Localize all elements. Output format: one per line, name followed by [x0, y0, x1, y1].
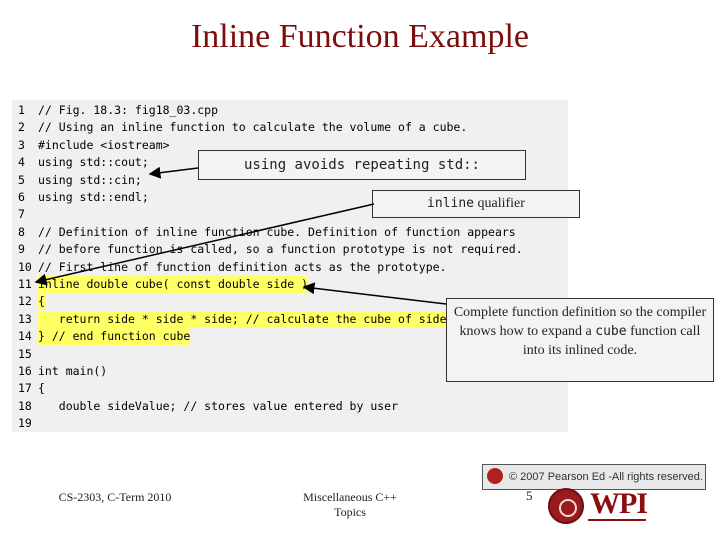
code-text: inline double cube( const double side ): [38, 276, 309, 293]
code-line: 18 double sideValue; // stores value ent…: [12, 398, 568, 415]
callout-inline-text: qualifier: [474, 196, 525, 211]
code-text: // First line of function definition act…: [38, 259, 447, 274]
line-number: 6: [18, 190, 25, 204]
page-number: 5: [526, 488, 533, 503]
code-line: 5 using std::cin;: [12, 172, 568, 189]
code-line: 11 inline double cube( const double side …: [12, 276, 568, 293]
code-line: 4 using std::cout;: [12, 154, 568, 171]
copyright-text: © 2007 Pearson Ed -All rights reserved.: [509, 471, 703, 483]
code-line: 7: [12, 206, 568, 223]
line-number: 13: [18, 311, 32, 326]
code-text: using std::endl;: [38, 190, 149, 204]
code-line: 15: [12, 346, 568, 363]
code-line: 19: [12, 415, 568, 432]
code-line: 13 return side * side * side; // calcula…: [12, 310, 568, 328]
callout-complete-text-1: Complete function definition so the comp…: [453, 305, 707, 339]
code-text: // before function is called, so a funct…: [38, 242, 523, 257]
line-number: 5: [18, 172, 25, 187]
slide-title: Inline Function Example: [190, 18, 530, 55]
code-text: {: [38, 293, 45, 311]
line-number: 17: [18, 381, 32, 396]
wpi-logo-underline: [588, 519, 646, 521]
code-text: int main(): [38, 364, 108, 378]
code-text: return side * side * side; // calculate …: [38, 310, 447, 328]
line-number: 3: [18, 137, 25, 152]
callout-complete-text-2: function call into its inlined code.: [522, 324, 701, 358]
line-number: 4: [18, 155, 25, 170]
line-number: 9: [18, 242, 25, 257]
code-text: #include <iostream>: [38, 137, 170, 152]
code-text: // Fig. 18.3: fig18_03.cpp: [38, 103, 219, 117]
code-line: 8 // Definition of inline function cube. …: [12, 224, 568, 241]
callout-using: using avoids repeating std::: [198, 150, 526, 180]
line-number: 11: [18, 277, 32, 291]
line-number: 12: [18, 294, 32, 309]
code-line: 2 // Using an inline function to calculat…: [12, 119, 568, 136]
copyright-banner: © 2007 Pearson Ed -All rights reserved.: [482, 464, 706, 490]
code-text: double sideValue; // stores value entere…: [38, 398, 399, 413]
code-line: 9 // before function is called, so a func…: [12, 241, 568, 258]
code-line: 10 // First line of function definition a…: [12, 259, 568, 276]
footer-course: CS-2303, C-Term 2010: [58, 490, 172, 504]
code-line: 16 int main(): [12, 363, 568, 380]
line-number: 8: [18, 224, 25, 239]
callout-inline-qualifier: inline qualifier: [372, 190, 580, 218]
wpi-seal-icon: [548, 488, 584, 524]
wpi-logo: WPI: [590, 487, 648, 520]
line-number: 15: [18, 346, 32, 361]
code-text: } // end function cube: [38, 328, 191, 346]
code-text: // Using an inline function to calculate…: [38, 120, 468, 135]
code-line: 6 using std::endl;: [12, 189, 568, 206]
line-number: 10: [18, 259, 32, 274]
line-number: 1: [18, 103, 25, 117]
code-line: 3 #include <iostream>: [12, 137, 568, 154]
footer-topic: Miscellaneous C++ Topics: [303, 490, 397, 519]
line-number: 14: [18, 329, 32, 344]
pearson-logo-icon: [487, 468, 503, 484]
code-text: // Definition of inline function cube. D…: [38, 224, 516, 239]
callout-complete-keyword: cube: [595, 324, 627, 339]
code-line: 1 // Fig. 18.3: fig18_03.cpp: [12, 102, 568, 119]
code-text: {: [38, 381, 45, 396]
line-number: 19: [18, 416, 32, 431]
line-number: 2: [18, 120, 25, 135]
code-text: using std::cin;: [38, 172, 142, 187]
code-line: 17 {: [12, 380, 568, 397]
line-number: 18: [18, 398, 32, 413]
line-number: 7: [18, 207, 25, 222]
callout-inline-keyword: inline: [427, 196, 475, 211]
code-line: 12 {: [12, 293, 568, 311]
code-text: using std::cout;: [38, 155, 149, 170]
callout-complete-definition: Complete function definition so the comp…: [446, 298, 714, 382]
code-line: 14 } // end function cube: [12, 328, 568, 346]
line-number: 16: [18, 364, 32, 378]
